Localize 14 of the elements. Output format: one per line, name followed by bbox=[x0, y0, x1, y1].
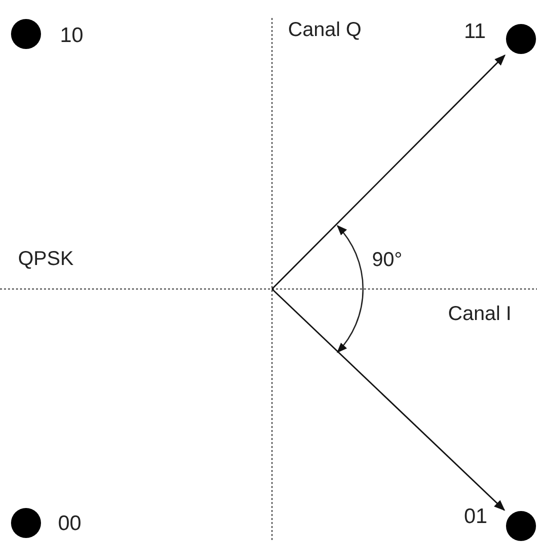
constellation-point bbox=[11, 508, 41, 538]
arrow bbox=[272, 288, 506, 511]
symbol-label: 10 bbox=[60, 25, 84, 46]
axis-label: Canal Q bbox=[288, 20, 362, 40]
angle-label: 90° bbox=[372, 250, 402, 270]
axis-label: QPSK bbox=[18, 249, 74, 269]
constellation-point bbox=[11, 19, 41, 49]
axis-label: Canal I bbox=[448, 304, 512, 324]
constellation-point bbox=[506, 511, 536, 541]
symbol-label: 01 bbox=[464, 506, 488, 527]
symbol-label: 00 bbox=[58, 513, 82, 534]
constellation-point bbox=[506, 24, 536, 54]
symbol-label: 11 bbox=[464, 21, 486, 42]
arrow bbox=[272, 54, 506, 290]
